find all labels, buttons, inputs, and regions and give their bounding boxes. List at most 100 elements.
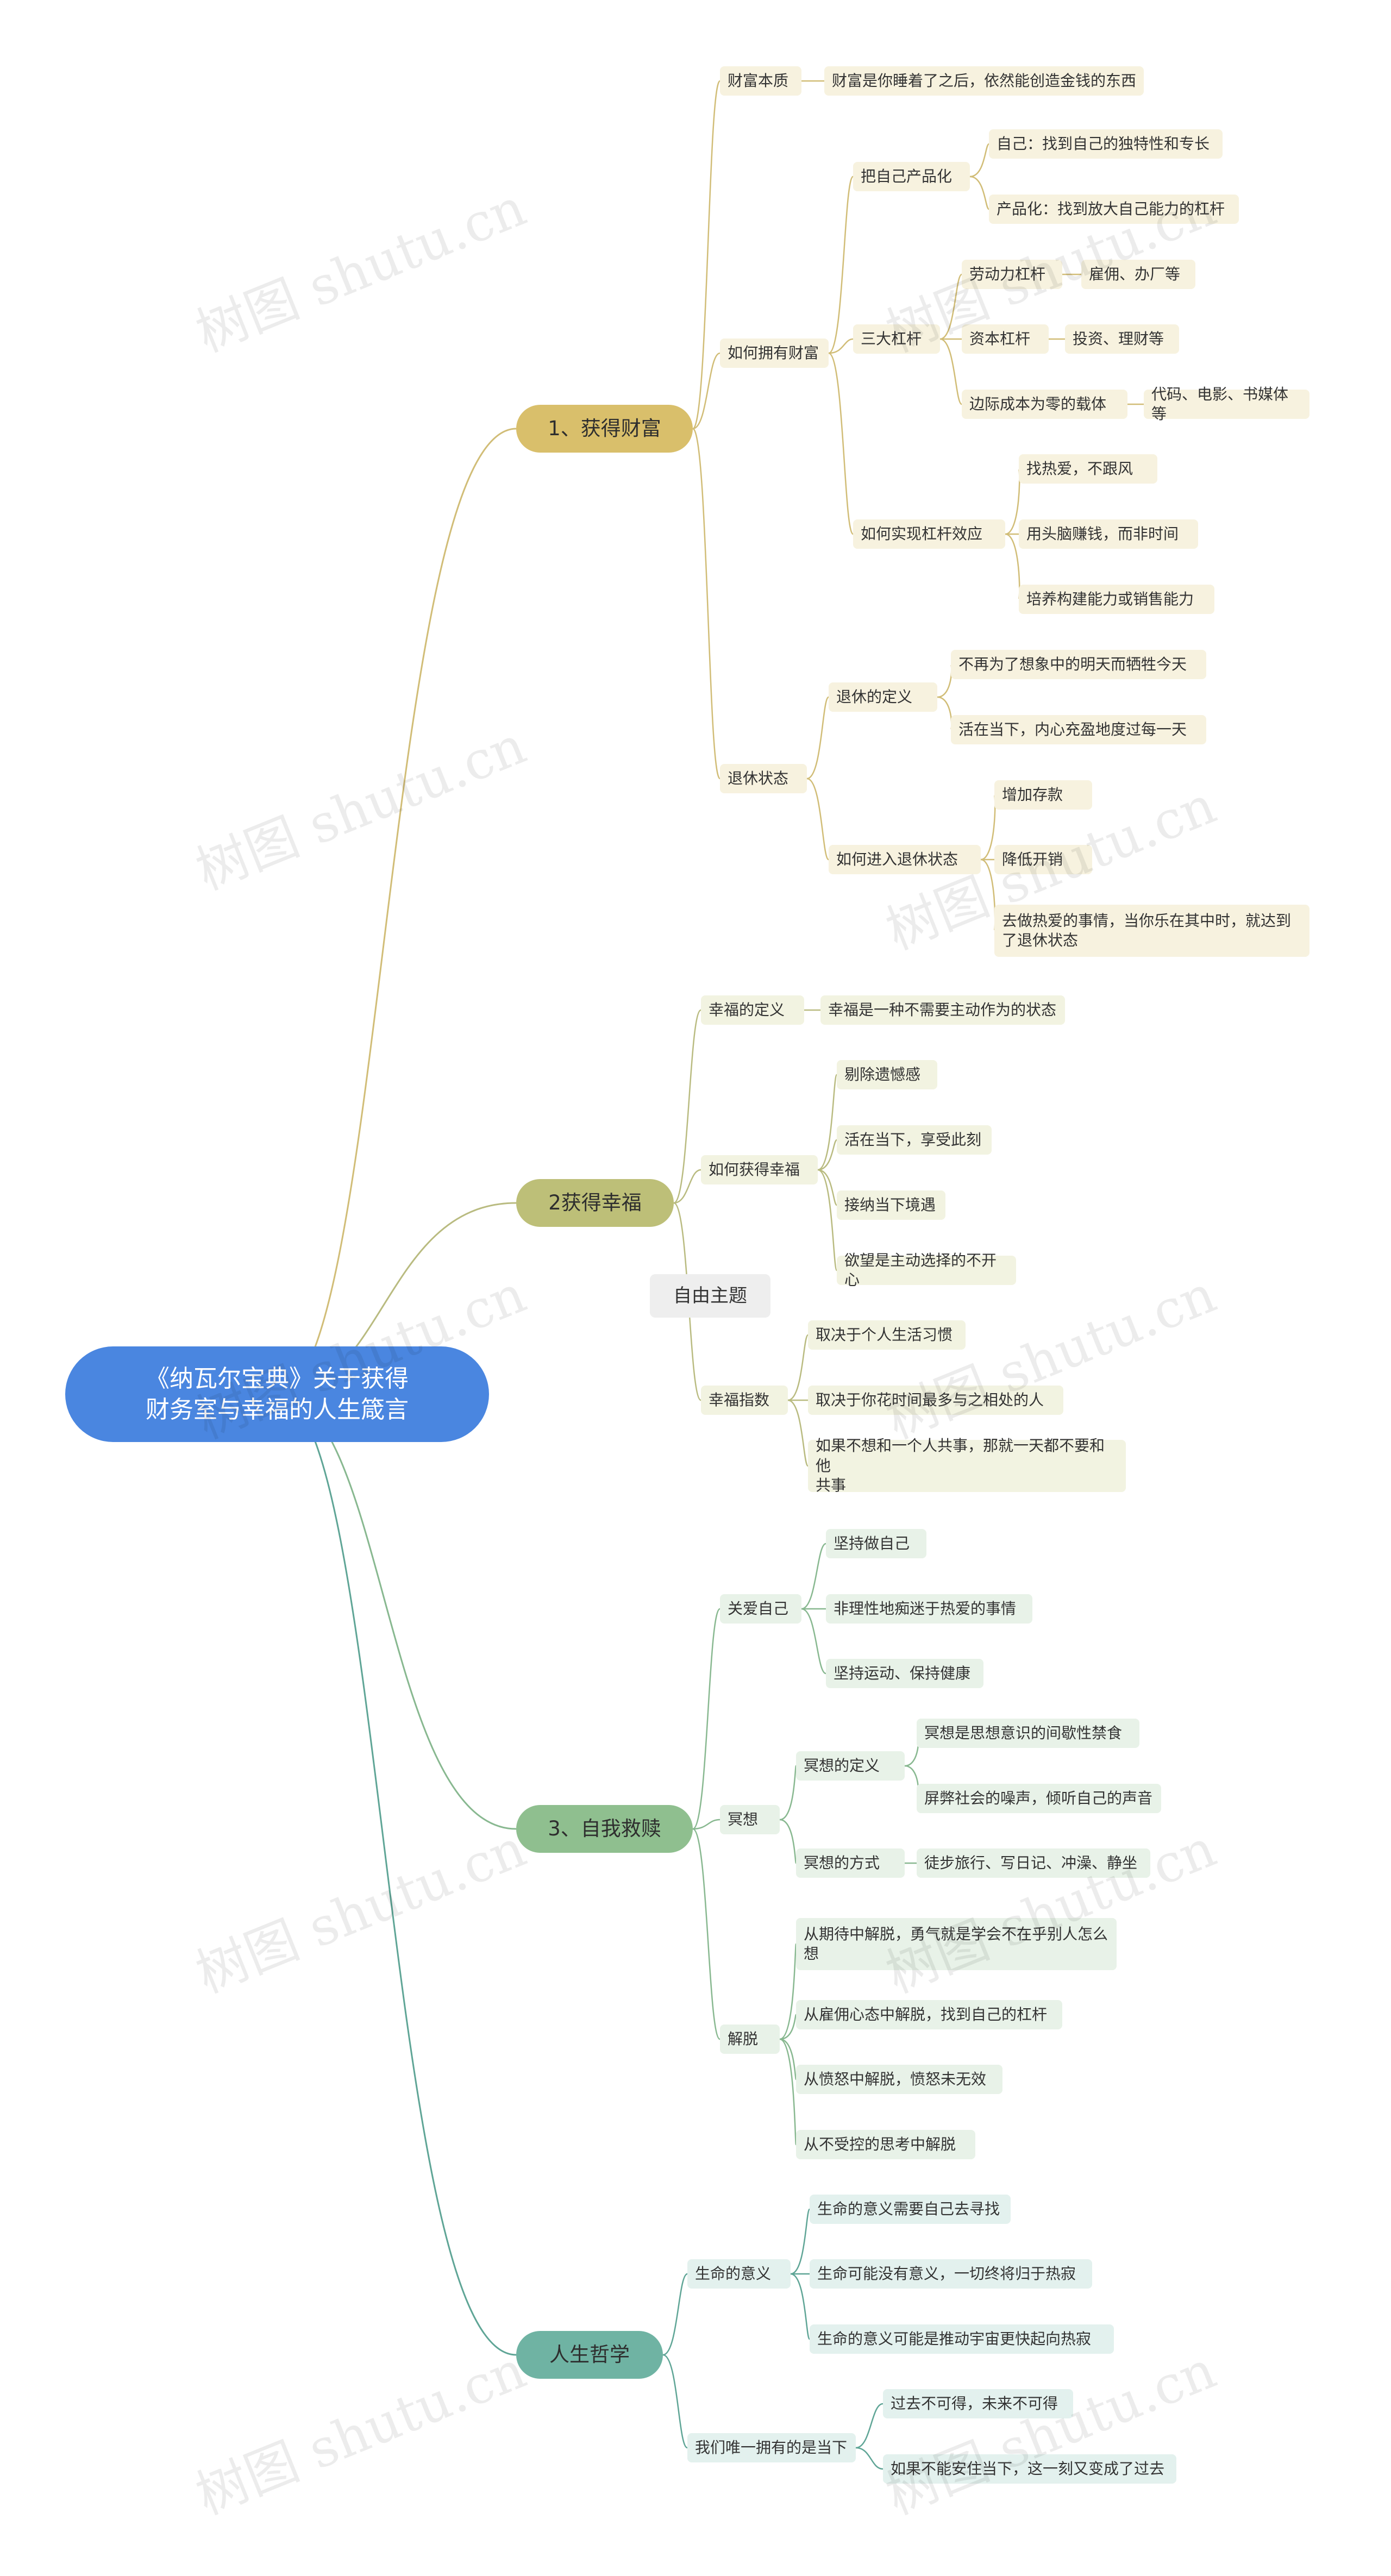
connector xyxy=(801,1608,826,1675)
leaf-topic[interactable]: 过去不可得，未来不可得 xyxy=(883,2389,1073,2418)
leaf-topic[interactable]: 屏弊社会的噪声，倾听自己的声音 xyxy=(917,1784,1161,1813)
leaf-topic[interactable]: 代码、电影、书媒体等 xyxy=(1144,385,1309,423)
subtopic[interactable]: 退休状态 xyxy=(720,764,807,793)
main-topic[interactable]: 2获得幸福 xyxy=(516,1179,674,1227)
leaf-topic[interactable]: 从愤怒中解脱，愤怒未无效 xyxy=(796,2065,1002,2094)
connector xyxy=(806,696,830,780)
subtopic[interactable]: 劳动力杠杆 xyxy=(962,260,1062,289)
connector xyxy=(662,2273,688,2356)
subtopic[interactable]: 冥想 xyxy=(720,1805,780,1834)
connector xyxy=(828,338,854,354)
leaf-topic[interactable]: 幸福是一种不需要主动作为的状态 xyxy=(820,995,1065,1025)
leaf-topic[interactable]: 从期待中解脱，勇气就是学会不在乎别人怎么 想 xyxy=(796,1918,1117,1970)
connector xyxy=(1005,468,1020,535)
root-topic[interactable]: 《纳瓦尔宝典》关于获得 财务室与幸福的人生箴言 xyxy=(65,1346,489,1442)
connector xyxy=(828,176,854,354)
connector xyxy=(790,2273,811,2340)
leaf-topic[interactable]: 剔除遗憾感 xyxy=(837,1060,937,1089)
leaf-topic[interactable]: 财富是你睡着了之后，依然能创造金钱的东西 xyxy=(824,66,1144,96)
main-topic[interactable]: 人生哲学 xyxy=(516,2331,663,2379)
floating-topic[interactable]: 自由主题 xyxy=(650,1274,770,1318)
leaf-topic[interactable]: 取决于你花时间最多与之相处的人 xyxy=(808,1386,1063,1415)
leaf-topic[interactable]: 从不受控的思考中解脱 xyxy=(796,2130,975,2159)
connector xyxy=(817,1169,838,1271)
connector xyxy=(855,2447,884,2470)
leaf-topic[interactable]: 从雇佣心态中解脱，找到自己的杠杆 xyxy=(796,2000,1062,2029)
connector xyxy=(277,1393,517,1830)
connector xyxy=(692,80,721,430)
leaf-topic[interactable]: 增加存款 xyxy=(994,780,1092,810)
leaf-topic[interactable]: 降低开销 xyxy=(994,845,1092,874)
connector xyxy=(790,2208,811,2275)
subtopic[interactable]: 解脱 xyxy=(720,2025,780,2054)
subtopic[interactable]: 冥想的方式 xyxy=(796,1848,905,1878)
leaf-topic[interactable]: 生命可能没有意义，一切终将归于热寂 xyxy=(810,2259,1092,2289)
connector xyxy=(662,2354,688,2449)
leaf-topic[interactable]: 活在当下，内心充盈地度过每一天 xyxy=(951,715,1206,744)
leaf-topic[interactable]: 坚持运动、保持健康 xyxy=(826,1659,983,1688)
connector xyxy=(277,1393,517,2356)
connector xyxy=(692,1828,721,2040)
subtopic[interactable]: 边际成本为零的载体 xyxy=(962,390,1127,419)
main-topic[interactable]: 1、获得财富 xyxy=(516,405,693,453)
leaf-topic[interactable]: 欲望是主动选择的不开心 xyxy=(837,1251,1016,1289)
leaf-topic[interactable]: 用头脑赚钱，而非时间 xyxy=(1019,519,1198,549)
leaf-topic[interactable]: 徒步旅行、写日记、冲澡、静坐 xyxy=(917,1848,1150,1878)
connector xyxy=(779,1943,797,2040)
leaf-topic[interactable]: 取决于个人生活习惯 xyxy=(808,1320,966,1350)
connector xyxy=(806,778,830,861)
connector xyxy=(801,1543,826,1610)
connector xyxy=(787,1334,809,1401)
leaf-topic[interactable]: 自己：找到自己的独特性和专长 xyxy=(989,129,1223,159)
subtopic[interactable]: 退休的定义 xyxy=(829,682,937,712)
leaf-topic[interactable]: 冥想是思想意识的间歇性禁食 xyxy=(917,1719,1139,1748)
connector xyxy=(817,1139,838,1171)
connector xyxy=(939,273,963,340)
connector xyxy=(939,338,963,405)
leaf-topic[interactable]: 接纳当下境遇 xyxy=(837,1190,945,1220)
subtopic[interactable]: 财富本质 xyxy=(720,66,801,96)
leaf-topic[interactable]: 投资、理财等 xyxy=(1065,324,1179,354)
leaf-topic[interactable]: 坚持做自己 xyxy=(826,1529,926,1558)
leaf-topic[interactable]: 活在当下，享受此刻 xyxy=(837,1125,992,1155)
connector xyxy=(692,1608,721,1830)
connector xyxy=(817,1169,838,1206)
connector xyxy=(692,352,720,430)
connector xyxy=(779,1819,797,1864)
subtopic[interactable]: 如何获得幸福 xyxy=(701,1155,818,1184)
connector xyxy=(787,1399,809,1467)
leaf-topic[interactable]: 如果不能安住当下，这一刻又变成了过去 xyxy=(883,2454,1176,2484)
connector xyxy=(673,1169,701,1204)
leaf-topic[interactable]: 不再为了想象中的明天而牺牲今天 xyxy=(951,650,1206,679)
connector xyxy=(969,176,990,210)
subtopic[interactable]: 我们唯一拥有的是当下 xyxy=(687,2433,856,2462)
connector xyxy=(969,143,990,178)
subtopic[interactable]: 幸福的定义 xyxy=(701,995,804,1025)
leaf-topic[interactable]: 非理性地痴迷于热爱的事情 xyxy=(826,1594,1032,1624)
subtopic[interactable]: 如何拥有财富 xyxy=(720,339,829,368)
leaf-topic[interactable]: 产品化：找到放大自己能力的杠杆 xyxy=(989,195,1239,224)
leaf-topic[interactable]: 如果不想和一个人共事，那就一天都不要和他 共事 xyxy=(808,1437,1126,1494)
subtopic[interactable]: 资本杠杆 xyxy=(962,324,1049,354)
leaf-topic[interactable]: 雇佣、办厂等 xyxy=(1081,260,1195,289)
main-topic[interactable]: 3、自我救赎 xyxy=(516,1805,693,1853)
subtopic[interactable]: 关爱自己 xyxy=(720,1594,801,1624)
subtopic[interactable]: 冥想的定义 xyxy=(796,1751,905,1781)
subtopic[interactable]: 幸福指数 xyxy=(701,1386,788,1415)
connector xyxy=(779,2014,797,2040)
subtopic[interactable]: 生命的意义 xyxy=(687,2259,791,2289)
subtopic[interactable]: 如何实现杠杆效应 xyxy=(853,519,1005,549)
leaf-topic[interactable]: 找热爱，不跟风 xyxy=(1019,454,1157,484)
connector xyxy=(817,1074,838,1171)
subtopic[interactable]: 三大杠杆 xyxy=(853,324,940,354)
leaf-topic[interactable]: 生命的意义可能是推动宇宙更快起向热寂 xyxy=(810,2324,1114,2354)
connector xyxy=(692,428,721,780)
leaf-topic[interactable]: 生命的意义需要自己去寻找 xyxy=(810,2195,1011,2224)
leaf-topic[interactable]: 去做热爱的事情，当你乐在其中时，就达到 了退休状态 xyxy=(994,905,1309,957)
subtopic[interactable]: 把自己产品化 xyxy=(853,162,970,191)
leaf-topic[interactable]: 培养构建能力或销售能力 xyxy=(1019,585,1214,614)
connector xyxy=(937,696,953,731)
connector xyxy=(937,663,953,698)
subtopic[interactable]: 如何进入退休状态 xyxy=(829,845,981,874)
